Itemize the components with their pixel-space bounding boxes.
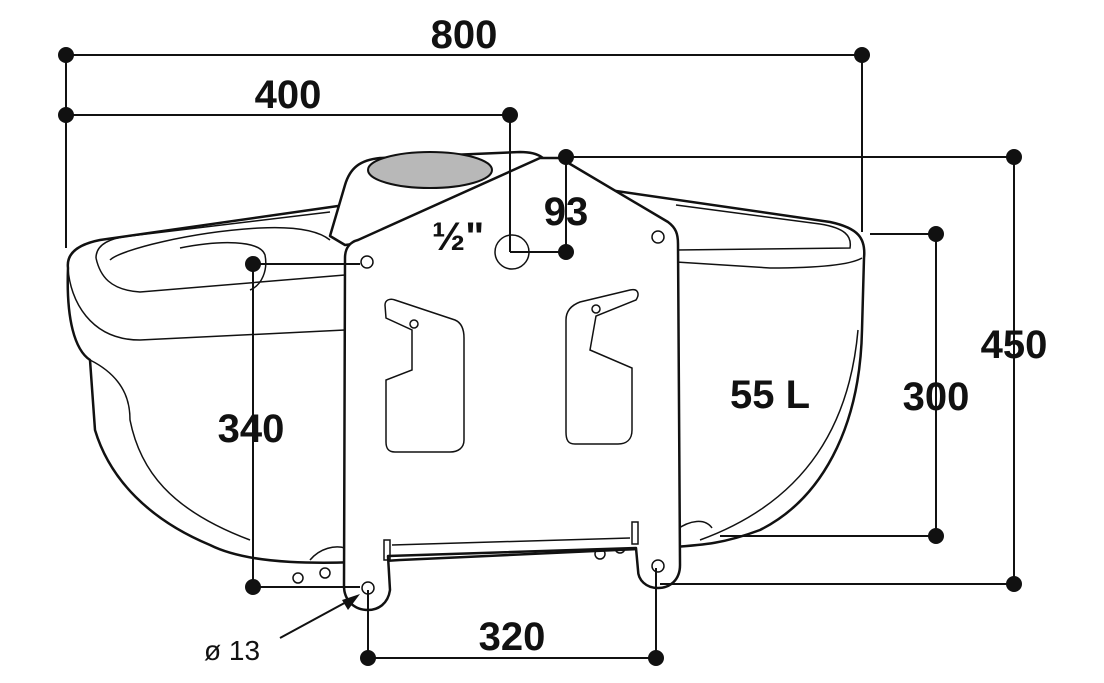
dim-hole-diameter: ø 13 [204, 635, 260, 666]
dim-overall-width: 800 [431, 13, 498, 57]
mount-hole-bottom-right [651, 559, 665, 573]
dim-inlet-offset: 400 [255, 73, 322, 117]
dim-hole-height: 340 [218, 407, 285, 451]
mounting-plate [342, 156, 682, 612]
mount-hole-top-left [360, 255, 374, 269]
dim-inlet-height: 93 [544, 190, 589, 234]
dim-thread-size: ½" [432, 215, 484, 259]
dim-hole-spacing: 320 [479, 615, 546, 659]
dimension-lines [58, 47, 1022, 666]
inlet-opening [367, 151, 493, 189]
capacity-label: 55 L [730, 373, 810, 417]
dim-trough-height: 300 [903, 375, 970, 419]
slot-right [565, 288, 639, 445]
mount-hole-top-right [651, 230, 665, 244]
slot-left [384, 298, 465, 453]
dim-overall-height: 450 [981, 323, 1048, 367]
